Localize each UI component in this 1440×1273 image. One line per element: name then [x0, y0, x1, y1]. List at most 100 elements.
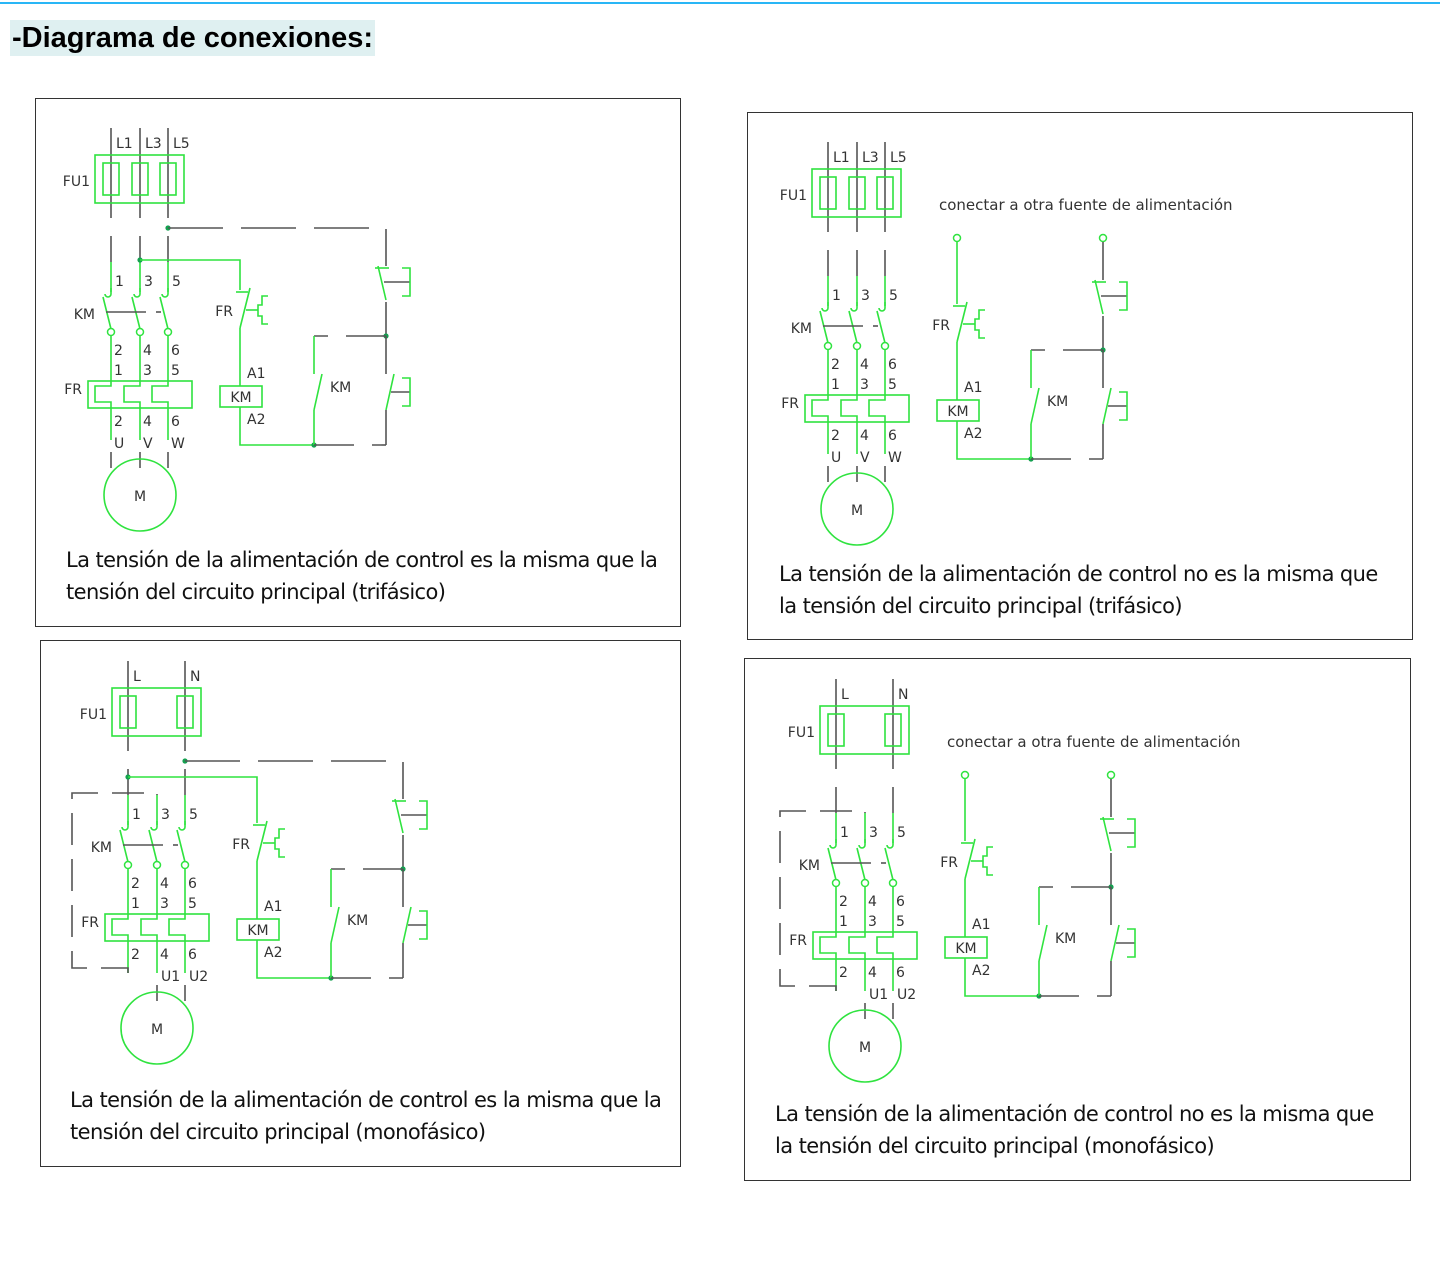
fr-heater-element: [140, 869, 158, 973]
holding-contact-label: KM: [347, 913, 368, 929]
thermal-relay-fr: [812, 931, 918, 960]
terminal-circle: [880, 341, 890, 351]
motor-symbol: [103, 458, 177, 532]
terminal-number: 5: [172, 274, 181, 290]
km-main-contact: [148, 829, 158, 863]
km-coil: [936, 399, 980, 422]
external-supply-terminal: [960, 770, 970, 780]
fr-thermal-actuator: [274, 828, 285, 858]
fuse-label: FU1: [780, 188, 807, 204]
terminal-number: 3: [861, 288, 870, 304]
contact-hook: [858, 839, 866, 849]
terminal-number: 6: [896, 894, 905, 910]
km-main-contact: [876, 310, 886, 344]
terminal-number: 5: [889, 288, 898, 304]
thermal-relay-fr: [87, 380, 193, 409]
start-pushbutton: [1102, 387, 1112, 425]
km-main-contact: [819, 310, 829, 344]
terminal-circle: [163, 327, 173, 337]
terminal-circle: [135, 327, 145, 337]
external-supply-terminal: [1098, 233, 1108, 243]
fuse-element: [827, 713, 845, 747]
terminal-number: 2: [839, 965, 848, 981]
external-supply-terminal: [952, 233, 962, 243]
stop-pushbutton-head: [1119, 281, 1128, 311]
terminal-circle: [888, 878, 898, 888]
fuse-element: [102, 162, 120, 196]
fr-heater-element: [111, 869, 129, 973]
motor-label: M: [859, 1040, 871, 1056]
start-pushbutton-head: [419, 910, 428, 940]
panel-single-phase-other-supply: [744, 658, 1411, 1181]
coil-terminal-a2: A2: [247, 412, 265, 428]
panel-three-phase-other-supply: [747, 112, 1413, 640]
caption-line: La tensión de la alimentación de control…: [775, 1102, 1374, 1126]
fr-thermal-actuator: [982, 846, 993, 876]
km-main-contact: [159, 296, 169, 330]
line-label: N: [898, 687, 908, 703]
motor-terminal-label: U2: [189, 969, 208, 985]
fuse-element: [159, 162, 177, 196]
motor-terminal-label: U2: [897, 987, 916, 1003]
motor-terminal-label: U1: [161, 969, 180, 985]
line-label: L5: [890, 150, 907, 166]
coil-label: KM: [247, 923, 268, 939]
start-pushbutton: [385, 373, 395, 411]
line-label: L5: [173, 136, 190, 152]
km-label: KM: [91, 840, 112, 856]
fuse-element: [884, 713, 902, 747]
terminal-number: 3: [161, 807, 170, 823]
contact-hook: [178, 821, 186, 831]
control-wire: [239, 407, 314, 446]
holding-contact-label: KM: [330, 380, 351, 396]
motor-terminal-label: V: [143, 436, 153, 452]
contact-hook: [829, 839, 837, 849]
control-return-wire: [168, 227, 387, 262]
fr-heater-element: [819, 887, 837, 991]
fr-heater-element: [840, 350, 858, 454]
terminal-number: 1: [114, 363, 123, 379]
stop-pushbutton: [1094, 279, 1104, 315]
caption-line: la tensión del circuito principal (trifá…: [779, 594, 1183, 618]
fuse-element: [876, 176, 894, 210]
terminal-circle: [860, 878, 870, 888]
fuse-block-fu1: [811, 168, 902, 218]
fr-nc-contact: [256, 820, 268, 862]
terminal-number: 5: [171, 363, 180, 379]
caption-panel-3: La tensión de la alimentación de control…: [70, 1084, 662, 1148]
terminal-number: 3: [868, 914, 877, 930]
contact-hook: [850, 302, 858, 312]
caption-line: tensión del circuito principal (monofási…: [70, 1120, 486, 1144]
control-wire: [956, 421, 1031, 460]
terminal-number: 1: [839, 914, 848, 930]
stop-pushbutton: [394, 798, 404, 834]
control-wire: [964, 958, 1039, 997]
terminal-number: 2: [831, 428, 840, 444]
km-label: KM: [799, 858, 820, 874]
motor-terminal-label: U: [831, 450, 841, 466]
caption-line: la tensión del circuito principal (monof…: [775, 1134, 1215, 1158]
terminal-number: 6: [896, 965, 905, 981]
coil-terminal-a1: A1: [972, 917, 990, 933]
terminal-number: 4: [143, 343, 152, 359]
caption-line: La tensión de la alimentación de control…: [779, 562, 1378, 586]
fr-label: FR: [789, 933, 807, 949]
terminal-number: 5: [189, 807, 198, 823]
terminal-number: 3: [869, 825, 878, 841]
top-accent-line: [0, 2, 1440, 4]
motor-label: M: [851, 503, 863, 519]
fr-heater-element: [151, 336, 169, 440]
holding-contact-label: KM: [1055, 931, 1076, 947]
fr-label: FR: [64, 382, 82, 398]
fuse-label: FU1: [80, 707, 107, 723]
fr-thermal-actuator: [974, 309, 985, 339]
fr-control-label: FR: [932, 318, 950, 334]
km-holding-contact: [330, 906, 340, 944]
fr-label: FR: [81, 915, 99, 931]
terminal-number: 3: [160, 896, 169, 912]
stop-pushbutton: [377, 265, 387, 301]
